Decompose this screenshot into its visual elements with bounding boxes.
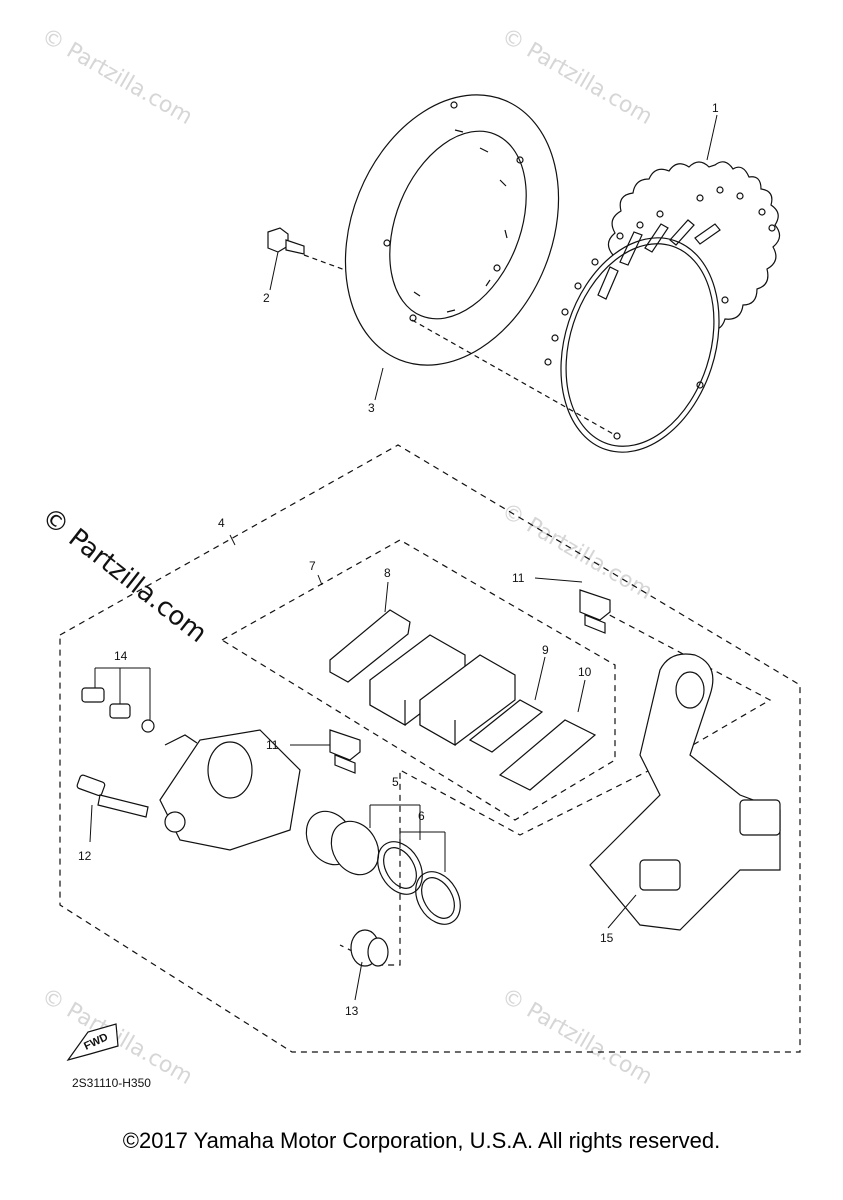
- leader-line: [411, 319, 616, 436]
- callout-label: 11: [266, 738, 279, 752]
- piston-seals: [377, 841, 461, 925]
- fwd-arrow-icon: FWD: [66, 1023, 119, 1062]
- watermark: © Partzilla.com: [37, 24, 197, 131]
- callout-label: 3: [368, 401, 375, 415]
- brake-pads: [369, 634, 516, 747]
- watermark-group: © Partzilla.com © Partzilla.com © Partzi…: [37, 24, 657, 1091]
- callout-label: 12: [78, 849, 92, 863]
- callout-label: 1: [712, 101, 719, 115]
- callout-label: 15: [600, 931, 614, 945]
- pin-boot: [350, 929, 389, 967]
- callout-label: 13: [345, 1004, 359, 1018]
- caliper-bracket: [589, 653, 781, 931]
- callout-label: 11: [512, 571, 525, 585]
- slide-pin: [76, 774, 149, 818]
- pad-spring-clip: [329, 729, 361, 774]
- pad-spring-clip: [579, 589, 611, 634]
- pad-shim-9: [468, 699, 544, 753]
- piston: [305, 810, 380, 876]
- watermark: © Partzilla.com: [497, 984, 657, 1091]
- callout-label: 6: [418, 809, 425, 823]
- callout-label: 8: [384, 566, 391, 580]
- bracket-leader: [339, 609, 772, 966]
- caliper-assembly-boundary: [59, 444, 801, 1053]
- callout-label: 10: [578, 665, 592, 679]
- bleeder-screw: [81, 687, 155, 733]
- pad-shim: [329, 609, 411, 683]
- partzilla-watermark: © Partzilla.com: [36, 502, 213, 649]
- callout-label: 9: [542, 643, 549, 657]
- callout-label: 14: [114, 649, 128, 663]
- callout-leaders: [89, 114, 718, 1001]
- callout-label: 5: [392, 775, 399, 789]
- callout-label: 4: [218, 516, 225, 530]
- brake-disc: [544, 161, 781, 453]
- rotor-bolt: [267, 227, 346, 271]
- callout-label: 7: [309, 559, 316, 573]
- rotor-hub-ring: [344, 94, 560, 366]
- pad-kit-boundary: [220, 539, 616, 821]
- diagram-code: 2S31110-H350: [72, 1076, 151, 1090]
- callout-labels: 1 2 3 4 5 6 7 8 9 10 11 11 12 13 14 15: [78, 101, 719, 1018]
- pad-shim-10: [498, 719, 597, 791]
- exploded-parts-diagram: © Partzilla.com © Partzilla.com © Partzi…: [36, 24, 801, 1091]
- callout-label: 2: [263, 291, 270, 305]
- copyright-notice: ©2017 Yamaha Motor Corporation, U.S.A. A…: [122, 1128, 721, 1153]
- caliper-body: [159, 729, 301, 851]
